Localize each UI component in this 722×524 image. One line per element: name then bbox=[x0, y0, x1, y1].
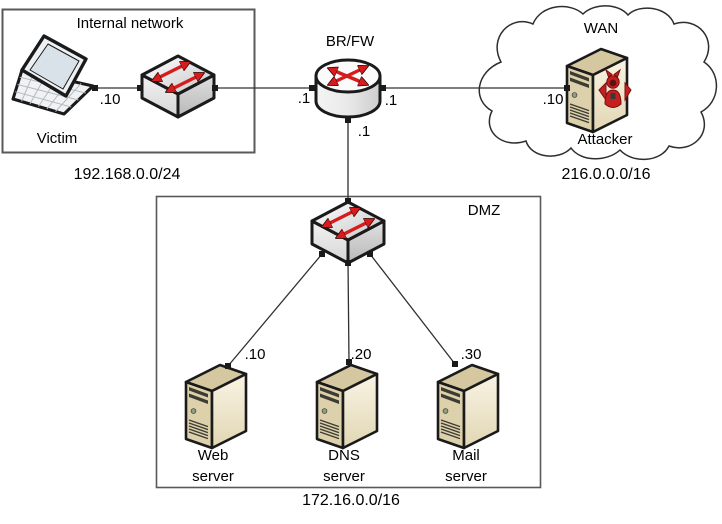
dns-type-label: server bbox=[323, 467, 365, 485]
router-if-dmz-label: .1 bbox=[357, 122, 371, 140]
web-name-label: Web bbox=[197, 446, 229, 464]
victim-ip-label: .10 bbox=[99, 90, 121, 108]
link-dmzswitch-web bbox=[227, 253, 323, 367]
dns-ip-label: .20 bbox=[350, 345, 372, 363]
devil-server-icon bbox=[565, 47, 632, 134]
devil-icon bbox=[598, 68, 632, 108]
link-dmzswitch-mail bbox=[369, 253, 456, 365]
dns-name-label: DNS bbox=[328, 446, 360, 464]
router-if-left-label: .1 bbox=[297, 89, 311, 107]
server-tower-icon bbox=[436, 363, 500, 450]
victim-label: Victim bbox=[36, 129, 78, 147]
wan-subnet-label: 216.0.0.0/16 bbox=[561, 166, 651, 184]
mail-ip-label: .30 bbox=[460, 345, 482, 363]
router-icon bbox=[314, 58, 382, 119]
mail-type-label: server bbox=[445, 467, 487, 485]
link-dmzswitch-dns bbox=[347, 261, 350, 363]
web-type-label: server bbox=[192, 467, 234, 485]
web-ip-label: .10 bbox=[244, 345, 266, 363]
router-label: BR/FW bbox=[325, 32, 375, 50]
attacker-label: Attacker bbox=[577, 130, 633, 148]
router-if-right-label: .1 bbox=[384, 91, 398, 109]
internal-network-label: Internal network bbox=[76, 14, 184, 32]
server-tower-icon bbox=[184, 363, 248, 450]
attacker-ip-label: .10 bbox=[542, 90, 564, 108]
mail-name-label: Mail bbox=[452, 446, 480, 464]
switch-icon bbox=[142, 56, 214, 117]
links bbox=[95, 87, 567, 367]
dmz-label: DMZ bbox=[467, 201, 501, 219]
wan-label: WAN bbox=[583, 19, 619, 37]
port-dots bbox=[92, 85, 570, 369]
dmz-subnet-label: 172.16.0.0/16 bbox=[302, 492, 400, 510]
internal-network-box bbox=[1, 8, 256, 154]
server-tower-icon bbox=[315, 363, 379, 450]
laptop-icon bbox=[11, 34, 95, 116]
internal-subnet-label: 192.168.0.0/24 bbox=[73, 166, 181, 184]
